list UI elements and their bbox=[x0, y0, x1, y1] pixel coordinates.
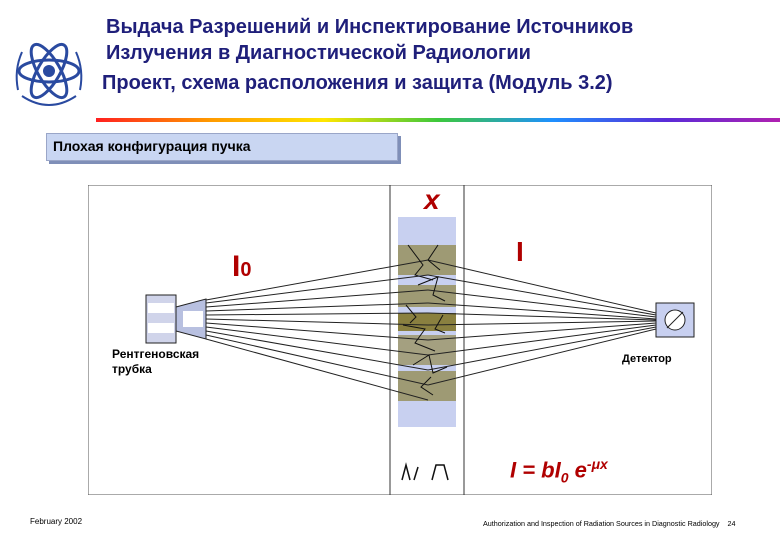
rainbow-divider bbox=[96, 118, 780, 122]
tube-label-line2: трубка bbox=[112, 362, 152, 376]
tube-label: Рентгеновская трубка bbox=[112, 347, 199, 377]
slide-title: Выдача Разрешений и Инспектирование Исто… bbox=[102, 14, 766, 96]
page-number: 24 bbox=[727, 519, 736, 528]
i0-label: I0 bbox=[232, 250, 251, 284]
footer-date: February 2002 bbox=[30, 517, 83, 526]
formula-e: e bbox=[568, 457, 587, 483]
section-label-box: Плохая конфигурация пучка bbox=[46, 133, 398, 161]
detector-icon bbox=[655, 302, 695, 338]
title-line-2: Излучения в Диагностической Радиологии bbox=[106, 42, 531, 64]
section-label: Плохая конфигурация пучка bbox=[53, 138, 251, 154]
formula-lhs: I = bI bbox=[510, 457, 561, 483]
collimator-marks bbox=[401, 462, 449, 481]
footer-course-title: Authorization and Inspection of Radiatio… bbox=[483, 519, 720, 528]
title-line-1: Выдача Разрешений и Инспектирование Исто… bbox=[106, 16, 634, 38]
beam-diagram bbox=[88, 185, 712, 495]
formula-exp: -μx bbox=[586, 456, 608, 472]
x-label: x bbox=[424, 184, 440, 215]
beam-rays bbox=[205, 259, 657, 401]
i0-sub: 0 bbox=[240, 259, 252, 281]
formula-sub: 0 bbox=[560, 469, 569, 486]
xray-tube-icon bbox=[145, 294, 207, 344]
i-label: I bbox=[516, 236, 524, 267]
i0-main: I bbox=[232, 250, 241, 283]
detector-label: Детектор bbox=[622, 353, 672, 365]
attenuation-formula: I = bI0 e-μx bbox=[510, 456, 608, 486]
footer-course: Authorization and Inspection of Radiatio… bbox=[483, 519, 736, 528]
iaea-logo bbox=[15, 42, 83, 106]
scatter-marks bbox=[402, 244, 448, 396]
tube-label-line1: Рентгеновская bbox=[112, 347, 200, 361]
title-line-3: Проект, схема расположения и защита (Мод… bbox=[102, 72, 613, 94]
